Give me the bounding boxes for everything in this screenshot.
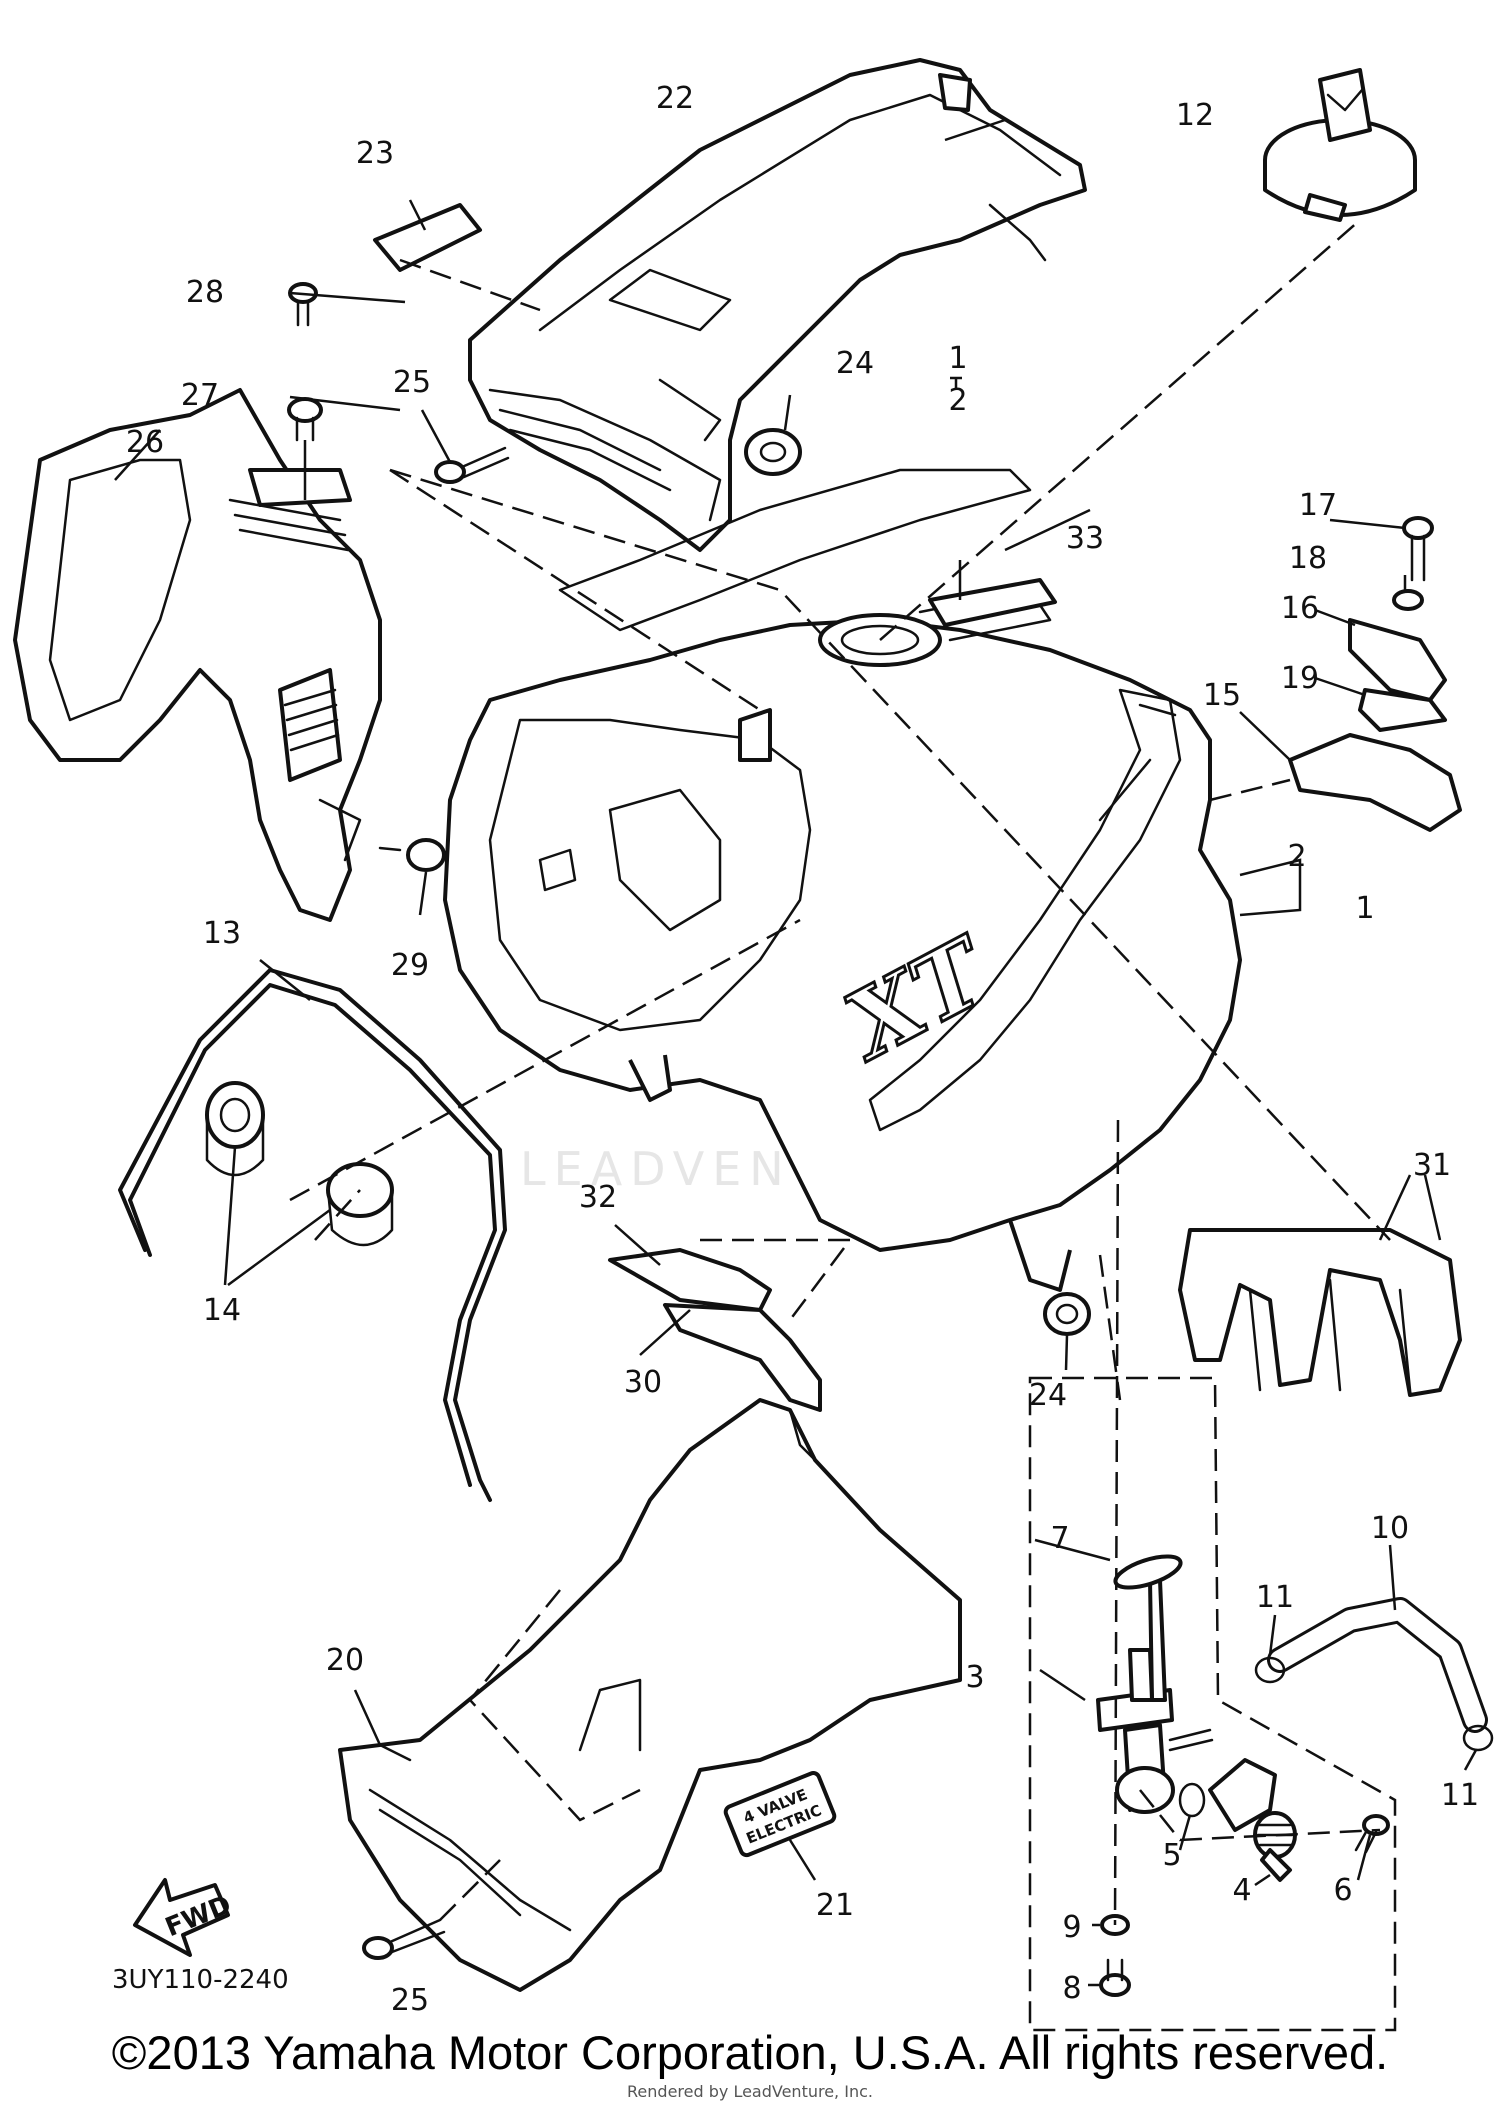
callout-29: 29 [391,948,429,983]
part-19-bracket [1358,688,1447,732]
part-6-screw [1354,1814,1390,1854]
callout-10: 10 [1371,1511,1409,1546]
rendered-by-note: Rendered by LeadVenture, Inc. [627,2082,873,2101]
callout-23: 23 [356,136,394,171]
callout-12: 12 [1176,98,1214,133]
part-17-bolt [1402,516,1434,582]
part-31-heat-protector [1178,1228,1462,1397]
callout-2-right: 2 [1287,839,1306,874]
callout-5: 5 [1162,1838,1181,1873]
part-2-fuel-tank: XT [443,588,1242,1292]
callout-1-right: 1 [1355,891,1374,926]
callout-11-left: 11 [1256,1580,1294,1615]
part-3-fuel-cock-box [1028,1376,1397,2032]
part-12-fuel-cap [1263,68,1417,222]
callout-2-top: 2 [948,383,967,418]
part-18-washer [1392,589,1424,611]
part-5-oring [1178,1782,1206,1818]
part-26-left-cover [13,388,382,922]
part-3-fuel-cock [1096,1578,1214,1814]
callout-15: 15 [1203,678,1241,713]
callout-6: 6 [1333,1873,1352,1908]
callout-4: 4 [1232,1873,1251,1908]
copyright-notice: ©2013 Yamaha Motor Corporation, U.S.A. A… [111,2026,1389,2079]
callout-21: 21 [816,1888,854,1923]
part-25-bolt-upper [434,446,510,484]
part-30-clip [663,1303,822,1412]
part-32-clip [608,1248,772,1312]
callout-25-top: 25 [393,365,431,400]
callout-11-right: 11 [1441,1778,1479,1813]
part-24-grommet-upper [744,428,802,476]
callout-14: 14 [203,1293,241,1328]
part-4-lever [1208,1758,1297,1882]
callout-33: 33 [1066,521,1104,556]
callout-18: 18 [1289,541,1327,576]
part-14-damper-left [205,1081,265,1177]
diagram-code: 3UY110-2240 [112,1965,289,1995]
callout-16: 16 [1281,591,1319,626]
callout-20: 20 [326,1643,364,1678]
callout-13: 13 [203,916,241,951]
part-11-clip-b [1462,1724,1494,1752]
part-15-bracket [1288,733,1462,832]
callout-17: 17 [1299,488,1337,523]
leader-lines [114,118,1478,1987]
part-8-bolt [1099,1958,1131,1997]
callout-25-bottom: 25 [391,1983,429,2018]
part-13-tank-stay [118,968,507,1502]
part-11-clip-a [1254,1656,1286,1684]
part-29-grommet [378,838,446,872]
callout-1-top: 1 [948,341,967,376]
callout-30: 30 [624,1365,662,1400]
callout-numbers: 1 2 2 1 3 4 5 6 7 8 9 10 11 11 12 13 14 … [126,81,1479,2018]
callout-7: 7 [1050,1521,1069,1556]
callout-26: 26 [126,425,164,460]
part-25-bolt-lower [362,1918,446,1960]
callout-28: 28 [186,275,224,310]
part-27-grommet [287,397,323,442]
callout-3: 3 [965,1660,984,1695]
part-22-upper-cover [468,58,1087,552]
callout-19: 19 [1281,661,1319,696]
part-24-grommet-lower [1043,1292,1091,1336]
part-16-bracket [1348,618,1447,702]
part-20-lower-cover [338,1398,962,1992]
callout-31: 31 [1413,1148,1451,1183]
part-33-tank-decal [928,578,1057,627]
callout-24-bottom: 24 [1029,1378,1067,1413]
callout-32: 32 [579,1180,617,1215]
part-1-tank-outline-ref [558,468,1032,632]
callout-9: 9 [1062,1910,1081,1945]
callout-22: 22 [656,81,694,116]
callout-27: 27 [181,378,219,413]
part-23-decal [373,203,482,272]
part-7-strainer [1113,1554,1183,1590]
callout-24-top: 24 [836,346,874,381]
part-14-damper-right [326,1162,394,1247]
fwd-arrow-icon: FWD [133,1878,236,1957]
part-28-screw [288,282,318,327]
callout-8: 8 [1062,1971,1081,2006]
part-21-decal: 4 VALVE ELECTRIC [723,1771,837,1858]
